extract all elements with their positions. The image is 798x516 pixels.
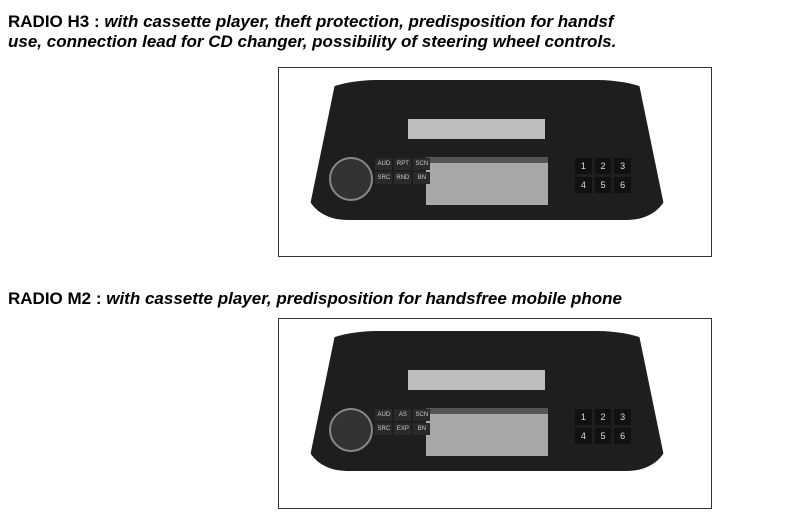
btn: SRC <box>375 172 393 185</box>
key: 5 <box>594 428 612 445</box>
btn: SRC <box>375 423 393 436</box>
m2-model: RADIO M2 : <box>8 289 102 308</box>
h3-desc-line2: use, connection lead for CD changer, pos… <box>8 32 617 51</box>
key: 6 <box>614 177 631 194</box>
btn: AS <box>394 409 412 422</box>
key: 1 <box>575 409 592 426</box>
btn: SCN <box>413 409 431 422</box>
h3-heading-cont: use, connection lead for CD changer, pos… <box>8 32 616 52</box>
h3-heading: RADIO H3 : with cassette player, theft p… <box>8 12 614 32</box>
key: 3 <box>614 158 631 175</box>
volume-knob <box>328 157 373 201</box>
display <box>407 119 545 139</box>
key: 4 <box>575 177 592 194</box>
key: 4 <box>575 428 592 445</box>
m2-heading: RADIO M2 : with cassette player, predisp… <box>8 289 622 309</box>
btn: AUD <box>375 158 393 171</box>
h3-model: RADIO H3 : <box>8 12 100 31</box>
btn: RPT <box>394 158 412 171</box>
btn: BN <box>413 423 431 436</box>
key: 5 <box>594 177 612 194</box>
cassette-slot <box>425 157 549 205</box>
key: 2 <box>594 158 612 175</box>
btn: SCN <box>413 158 431 171</box>
display <box>407 370 545 390</box>
btn: AUD <box>375 409 393 422</box>
btn: BN <box>413 172 431 185</box>
key: 3 <box>614 409 631 426</box>
key: 6 <box>614 428 631 445</box>
btn: EXP <box>394 423 412 436</box>
key: 1 <box>575 158 592 175</box>
key: 2 <box>594 409 612 426</box>
m2-desc: with cassette player, predisposition for… <box>106 289 623 308</box>
btn: RND <box>394 172 412 185</box>
volume-knob <box>328 408 373 452</box>
h3-desc-line1: with cassette player, theft protection, … <box>104 12 614 31</box>
cassette-slot <box>425 408 549 456</box>
